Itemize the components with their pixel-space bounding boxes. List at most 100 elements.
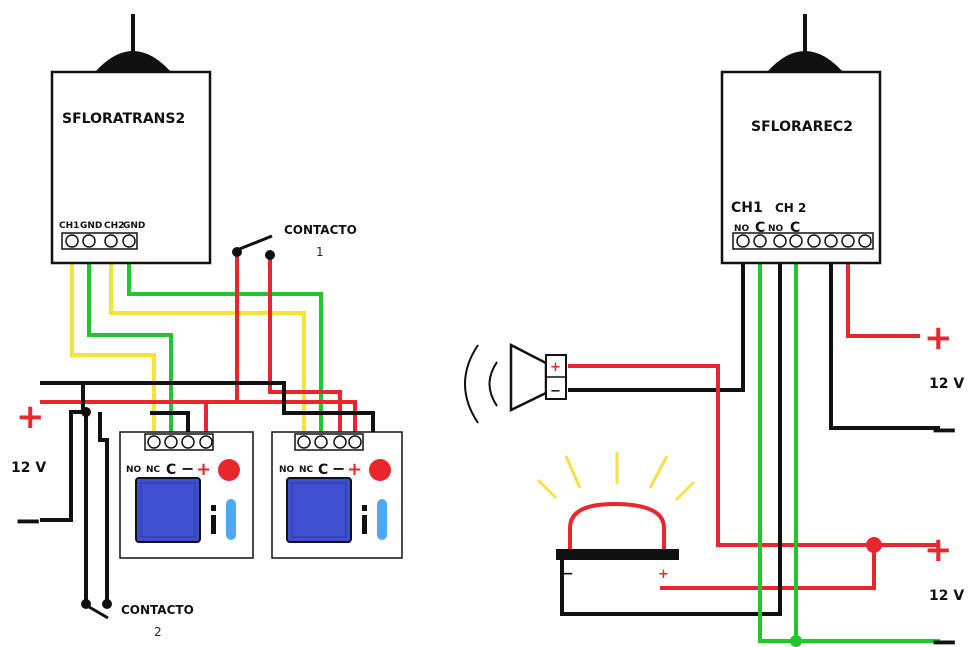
- rx-terminal-c1: C: [755, 220, 765, 236]
- receiver-box: [720, 70, 882, 265]
- siren-plus-label: +: [550, 360, 561, 375]
- receiver-title: SFLORAREC2: [751, 119, 853, 135]
- wire-rx-top-minus-black: [829, 246, 940, 430]
- receiver-module: SFLORAREC2 CH1 CH 2 NO C NO C: [720, 14, 882, 265]
- tx-screw-4: [122, 234, 136, 248]
- relay1-label-plus: +: [196, 459, 211, 480]
- tx-terminal-ch1: CH1: [59, 221, 79, 231]
- contact-1: CONTACTO 1: [232, 223, 357, 260]
- transmitter-module: SFLORATRANS2 CH1 GND CH2 GND: [50, 14, 212, 265]
- relay2-screw-1: [297, 435, 311, 449]
- relay1-diode-icon: [211, 505, 216, 511]
- lamp-base-icon: [556, 549, 679, 560]
- rx-label-ch2: CH 2: [775, 201, 806, 215]
- sound-wave-icon-outer: [464, 344, 479, 424]
- contact1-terminal-b: [265, 250, 275, 260]
- relay2-led-icon: [369, 459, 391, 481]
- contact2-terminal-a: [81, 599, 91, 609]
- power-right-bottom-minus: −: [930, 622, 959, 647]
- siren: + −: [464, 342, 567, 424]
- relay2-diode-body: [362, 515, 367, 534]
- lamp-dome-icon: [568, 501, 666, 550]
- relay1-screw-1: [147, 435, 161, 449]
- lamp-rays-icon: [536, 452, 696, 502]
- siren-minus-label: −: [550, 384, 561, 399]
- relay2-diode-icon: [362, 505, 367, 511]
- contact2-number: 2: [154, 625, 162, 639]
- relay2-coil-icon: [286, 477, 352, 543]
- transmitter-title: SFLORATRANS2: [62, 111, 185, 127]
- contact2-label: CONTACTO: [121, 603, 194, 617]
- power-right-bottom-voltage: 12 V: [929, 588, 964, 604]
- rx-screw-3: [773, 234, 787, 248]
- relay2-label-c: C: [318, 462, 328, 478]
- power-right-top: + 12 V −: [924, 318, 964, 450]
- relay1-label-c: C: [166, 462, 176, 478]
- tx-screw-3: [104, 234, 118, 248]
- wire-rx-ch1-no-black: [568, 246, 745, 392]
- relay1-coil-inner: [140, 482, 196, 538]
- power-right-bottom: + 12 V −: [924, 530, 964, 647]
- relay1-label-minus: −: [181, 459, 194, 478]
- tx-terminal-ch2: CH2: [104, 221, 124, 231]
- power-left: + 12 V −: [11, 397, 46, 541]
- junction-dot-red: [866, 537, 882, 553]
- wire-contact1-right: [268, 258, 342, 440]
- sound-wave-icon-inner: [488, 361, 498, 407]
- power-right-top-plus: +: [924, 318, 953, 358]
- relay2-label-minus: −: [332, 459, 345, 478]
- tx-terminal-gnd2: GND: [123, 221, 145, 231]
- relay1-capacitor-icon: [226, 499, 236, 540]
- relay2-label-no: NO: [279, 465, 295, 475]
- power-right-top-minus: −: [930, 410, 959, 450]
- rx-terminal-block: [732, 232, 874, 250]
- wire-minus-left-down: [40, 383, 85, 522]
- beacon-minus-label: −: [562, 566, 574, 582]
- relay1-terminal-block: [144, 433, 214, 451]
- relay2-coil-inner: [291, 482, 347, 538]
- wire-12v-plus-to-relay2: [206, 400, 357, 440]
- relay1-coil-icon: [135, 477, 201, 543]
- relay1-led-icon: [218, 459, 240, 481]
- wire-rx-top-plus-red: [846, 246, 920, 338]
- rx-screw-4: [789, 234, 803, 248]
- rx-terminal-no1: NO: [734, 224, 750, 234]
- wire-ch1-yellow: [70, 246, 156, 440]
- relay1-screw-4: [199, 435, 213, 449]
- relay-module-2: NO NC C − +: [271, 431, 403, 559]
- contact1-terminal-a: [232, 247, 242, 257]
- beacon-lamp: − +: [536, 452, 696, 582]
- transmitter-box: [50, 70, 212, 265]
- relay2-terminal-block: [294, 433, 364, 451]
- contact1-label: CONTACTO: [284, 223, 357, 237]
- rx-screw-5: [807, 234, 821, 248]
- wire-rx-beacon-plus-red: [660, 545, 876, 590]
- wire-gnd1-green: [87, 246, 173, 440]
- speaker-icon: [509, 342, 548, 412]
- rx-terminal-no2: NO: [768, 224, 784, 234]
- contact1-number: 1: [316, 245, 324, 259]
- contact-2: CONTACTO 2: [81, 599, 194, 639]
- power-left-plus: +: [16, 397, 45, 437]
- tx-screw-1: [65, 234, 79, 248]
- relay2-screw-3: [333, 435, 347, 449]
- power-right-top-voltage: 12 V: [929, 376, 964, 392]
- rx-screw-1: [736, 234, 750, 248]
- wire-ch2-yellow: [109, 246, 306, 440]
- tx-screw-2: [82, 234, 96, 248]
- relay2-label-plus: +: [347, 459, 362, 480]
- rx-screw-6: [824, 234, 838, 248]
- rx-terminal-c2: C: [790, 220, 800, 236]
- rx-screw-2: [753, 234, 767, 248]
- contact1-switch-lever: [236, 234, 273, 252]
- power-left-minus: −: [14, 501, 43, 541]
- relay1-screw-3: [181, 435, 195, 449]
- relay1-diode-body: [211, 515, 216, 534]
- wires: [40, 246, 940, 643]
- relay2-capacitor-icon: [377, 499, 387, 540]
- relay2-screw-2: [314, 435, 328, 449]
- rx-label-ch1: CH1: [731, 200, 763, 216]
- wire-rx-ch1-c-green: [758, 246, 940, 643]
- relay2-screw-4: [348, 435, 362, 449]
